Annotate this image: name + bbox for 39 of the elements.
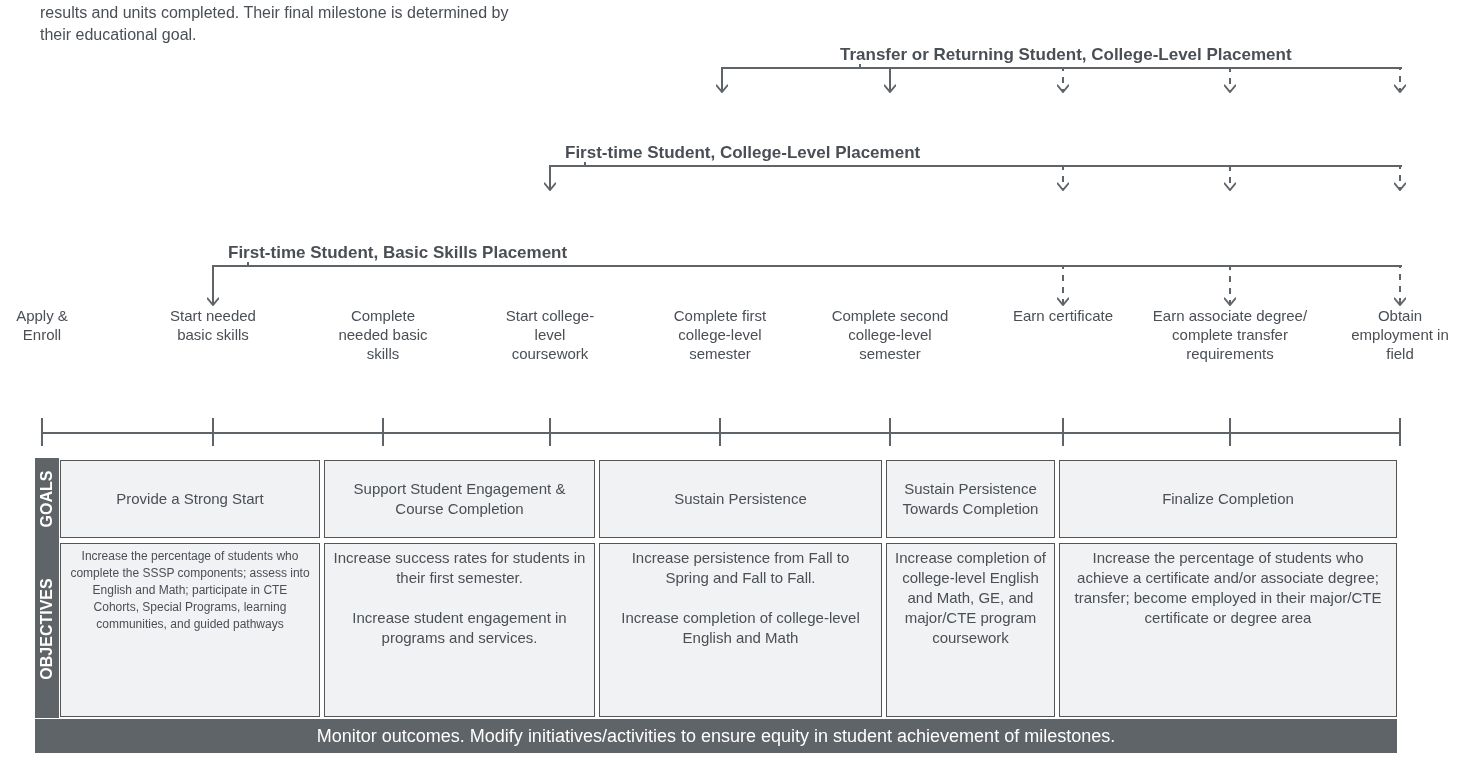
objective-text: Increase student engagement in programs and services. <box>351 608 568 648</box>
path-heading: Transfer or Returning Student, College-Level Placement <box>840 46 1292 64</box>
milestone-label: Earn associate degree/ complete transfer requirements <box>1145 306 1315 363</box>
objective-cell <box>599 543 882 717</box>
milestone-label: Complete second college-level semester <box>826 306 954 363</box>
milestone-label: Complete first college-level semester <box>656 306 784 363</box>
goal-text: Provide a Strong Start <box>116 489 264 509</box>
goal-text: Sustain Persistence Towards Completion <box>901 479 1040 519</box>
milestone-label: Obtain employment in field <box>1350 306 1450 363</box>
objective-cell <box>60 543 320 717</box>
objective-text: Increase the percentage of students who complete the SSSP components; assess into English and Math; participate in CTE Cohorts, Special Programs, learning communities, and guided pathways <box>69 548 311 633</box>
goal-cell <box>60 460 320 538</box>
objective-text: Increase completion of college-level English and Math, GE, and major/CTE program coursework <box>895 548 1046 648</box>
objective-text: Increase persistence from Fall to Spring and Fall to Fall. <box>630 548 851 588</box>
intro-text: results and units completed. Their final milestone is determined by their educational goal. <box>40 3 510 45</box>
goal-cell <box>1059 460 1397 538</box>
milestone-label: Earn certificate <box>1008 306 1118 325</box>
milestone-label: Start college-level coursework <box>495 306 605 363</box>
goal-text: Support Student Engagement & Course Completion <box>352 479 567 519</box>
goal-text: Sustain Persistence <box>674 489 807 509</box>
objective-cell <box>324 543 595 717</box>
goal-cell <box>599 460 882 538</box>
path-heading: First-time Student, College-Level Placement <box>565 144 921 162</box>
objective-text: Increase success rates for students in their first semester. <box>333 548 586 588</box>
milestone-label: Apply & Enroll <box>4 306 80 344</box>
arrow <box>859 63 1407 93</box>
path-heading: First-time Student, Basic Skills Placement <box>228 244 568 262</box>
footer-band: Monitor outcomes. Modify initiatives/activities to ensure equity in student achievement of milestones. <box>35 719 1397 753</box>
goal-cell <box>324 460 595 538</box>
objective-cell <box>1059 543 1397 717</box>
row-header: GOALS <box>35 458 59 540</box>
milestone-label: Complete needed basic skills <box>328 306 438 363</box>
objective-cell <box>886 543 1055 717</box>
objective-text: Increase the percentage of students who achieve a certificate and/or associate degree; transfer; become employed in their major/CTE certificate or degree area <box>1073 548 1383 628</box>
row-header: OBJECTIVES <box>35 540 59 718</box>
milestone-label: Start needed basic skills <box>158 306 268 344</box>
goal-text: Finalize Completion <box>1162 489 1294 509</box>
objective-text: Increase completion of college-level English and Math <box>620 608 861 648</box>
goal-cell <box>886 460 1055 538</box>
